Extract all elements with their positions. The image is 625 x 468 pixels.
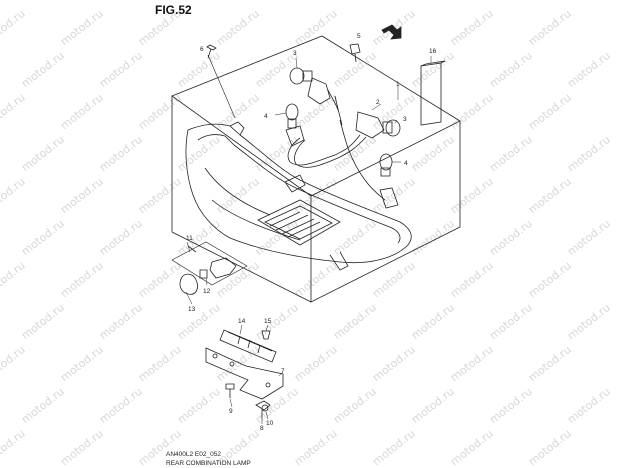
callout-12: 12 xyxy=(203,288,211,295)
lamp-housing xyxy=(185,121,412,271)
front-arrow-icon xyxy=(381,24,402,40)
reflector-block-16 xyxy=(420,60,446,126)
bracket-7 xyxy=(205,347,284,400)
grommet-5 xyxy=(349,43,361,63)
bulb-4-left xyxy=(285,103,299,129)
callout-numbers: 3 4 2 1 3 4 5 6 16 11 12 13 14 15 7 9 8 … xyxy=(186,33,437,432)
wiring-harness xyxy=(285,77,386,201)
callout-4: 4 xyxy=(264,113,268,120)
license-lamp-group xyxy=(171,241,248,295)
washer-10 xyxy=(261,404,269,412)
leader-lines xyxy=(185,56,432,424)
callout-1: 1 xyxy=(396,81,400,88)
callout-9: 9 xyxy=(229,408,233,415)
callout-3b: 3 xyxy=(403,116,407,123)
figure-caption: REAR COMBINATION LAMP xyxy=(166,460,251,467)
callout-15: 15 xyxy=(264,318,272,325)
license-reflector-14 xyxy=(219,329,277,363)
callout-5: 5 xyxy=(357,33,361,40)
callout-4b: 4 xyxy=(404,160,408,167)
bulb-3-right xyxy=(382,119,401,137)
callout-2: 2 xyxy=(376,99,380,106)
figure-title: FIG.52 xyxy=(155,3,192,17)
bulb-4-right xyxy=(379,153,393,177)
callout-14: 14 xyxy=(238,318,246,325)
callout-8: 8 xyxy=(260,425,264,432)
figure-code: AN400L2 E02_052 xyxy=(166,451,221,458)
bulb-3-top xyxy=(289,67,313,85)
callout-7: 7 xyxy=(281,368,285,375)
assembly-outline xyxy=(171,35,461,303)
callout-3: 3 xyxy=(293,50,297,57)
callout-16: 16 xyxy=(429,48,437,55)
screw-9 xyxy=(225,383,235,398)
callout-6: 6 xyxy=(200,46,204,53)
nut-8 xyxy=(255,400,271,418)
screw-6 xyxy=(206,44,236,119)
callout-13: 13 xyxy=(188,306,196,313)
callout-10: 10 xyxy=(266,420,274,427)
clip-15 xyxy=(261,330,271,340)
callout-11: 11 xyxy=(186,235,193,242)
